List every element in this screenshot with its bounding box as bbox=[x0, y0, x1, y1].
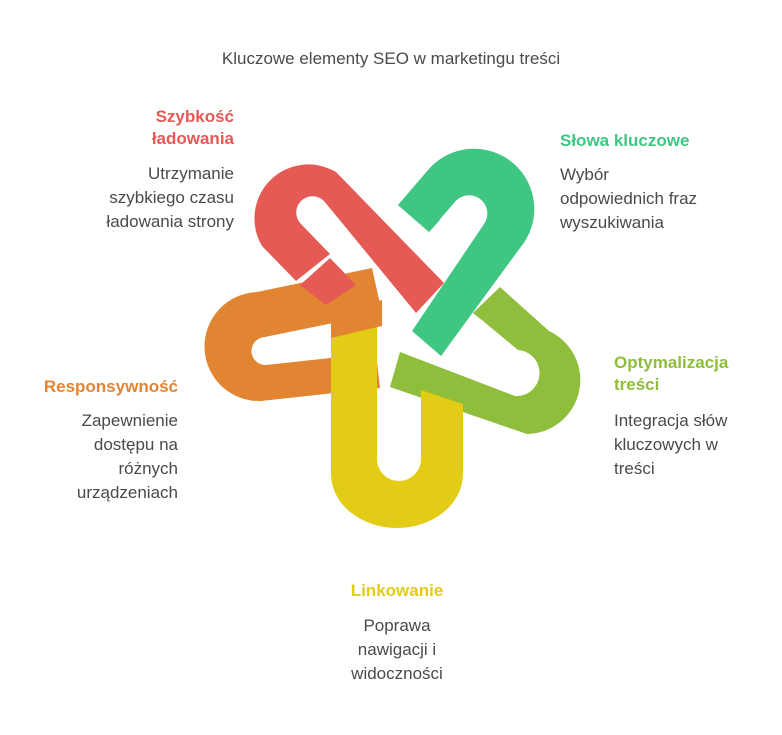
desc-speed-line2: szybkiego czasu bbox=[109, 188, 234, 207]
link-linking bbox=[331, 326, 463, 528]
desc-speed-line3: ładowania strony bbox=[106, 212, 234, 231]
label-speed-line1: Szybkość bbox=[155, 107, 234, 126]
desc-keywords-line2: odpowiednich fraz bbox=[560, 189, 698, 208]
overlap-yellow-over-olive bbox=[421, 390, 463, 418]
desc-responsive-line1: Zapewnienie bbox=[81, 411, 178, 430]
overlap-green-over-red bbox=[398, 193, 440, 232]
label-optimization-line1: Optymalizacja bbox=[614, 353, 729, 372]
desc-optimization: Integracja słów kluczowych w treści bbox=[614, 409, 774, 481]
desc-responsive-line3: różnych bbox=[118, 459, 178, 478]
desc-keywords-line3: wyszukiwania bbox=[560, 213, 664, 232]
desc-linking-line3: widoczności bbox=[351, 664, 443, 683]
overlap-olive-over-green bbox=[473, 287, 510, 321]
link-keywords-body bbox=[398, 148, 535, 356]
diagram-title: Kluczowe elementy SEO w marketingu treśc… bbox=[221, 49, 561, 68]
desc-optimization-line3: treści bbox=[614, 459, 655, 478]
desc-linking-line1: Poprawa bbox=[363, 616, 431, 635]
label-optimization-line2: treści bbox=[614, 375, 660, 394]
desc-optimization-line1: Integracja słów bbox=[614, 411, 728, 430]
label-keywords: Słowa kluczowe bbox=[560, 131, 690, 150]
link-linking-body bbox=[331, 326, 463, 528]
desc-speed-line1: Utrzymanie bbox=[148, 164, 234, 183]
link-keywords bbox=[398, 148, 535, 356]
label-optimization: Optymalizacja treści bbox=[614, 352, 774, 396]
overlap-orange-over-yellow bbox=[331, 300, 382, 338]
label-linking: Linkowanie bbox=[350, 581, 444, 600]
desc-keywords: Wybór odpowiednich fraz wyszukiwania bbox=[560, 163, 770, 235]
desc-responsive-line2: dostępu na bbox=[93, 435, 178, 454]
desc-linking-line2: nawigacji i bbox=[357, 640, 437, 659]
desc-optimization-line2: kluczowych w bbox=[614, 435, 718, 454]
link-speed-body bbox=[254, 164, 444, 313]
desc-responsive: Zapewnienie dostępu na różnych urządzeni… bbox=[20, 409, 178, 505]
label-responsive: Responsywność bbox=[43, 377, 178, 396]
desc-linking: Poprawa nawigacji i widoczności bbox=[297, 614, 497, 686]
overlap-red-over-orange bbox=[300, 258, 356, 305]
label-speed: Szybkość ładowania bbox=[82, 106, 234, 150]
desc-keywords-line1: Wybór bbox=[560, 165, 609, 184]
link-speed bbox=[254, 164, 444, 313]
label-speed-line2: ładowania bbox=[151, 129, 234, 148]
desc-responsive-line4: urządzeniach bbox=[76, 483, 178, 502]
desc-speed: Utrzymanie szybkiego czasu ładowania str… bbox=[40, 162, 234, 234]
